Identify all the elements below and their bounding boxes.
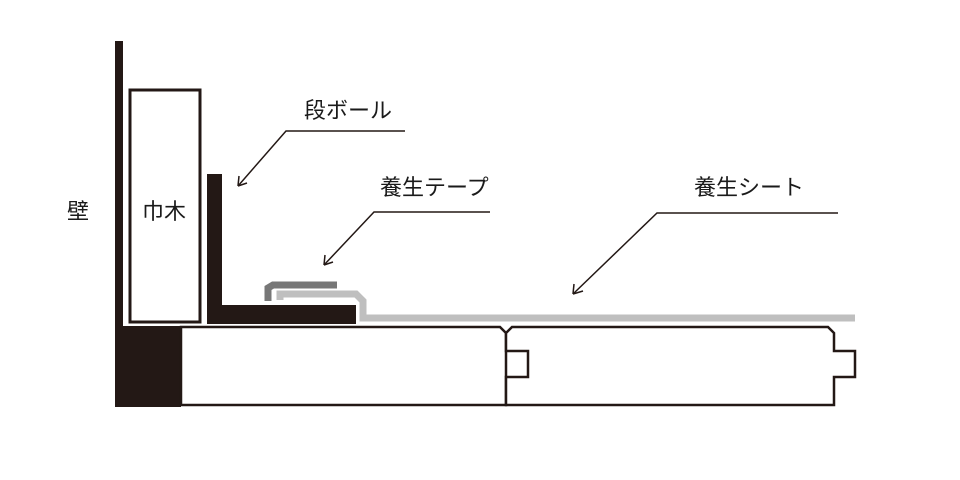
wall-label: 壁	[67, 200, 89, 225]
cardboard-label: 段ボール	[304, 99, 392, 124]
baseboard	[128, 88, 202, 324]
cardboard-leader	[237, 130, 405, 187]
curing-tape	[264, 281, 337, 301]
floor-board-1	[179, 325, 508, 407]
floor-board-2	[504, 325, 857, 407]
sheet-leader	[572, 212, 838, 295]
sheet-label: 養生シート	[694, 176, 804, 201]
tape-leader	[323, 211, 490, 266]
wall	[115, 41, 123, 407]
baseboard-label: 巾木	[142, 200, 186, 225]
cardboard	[207, 174, 356, 324]
curing-sheet	[276, 290, 855, 322]
tape-label: 養生テープ	[380, 176, 489, 201]
floor-base-block	[115, 326, 181, 407]
